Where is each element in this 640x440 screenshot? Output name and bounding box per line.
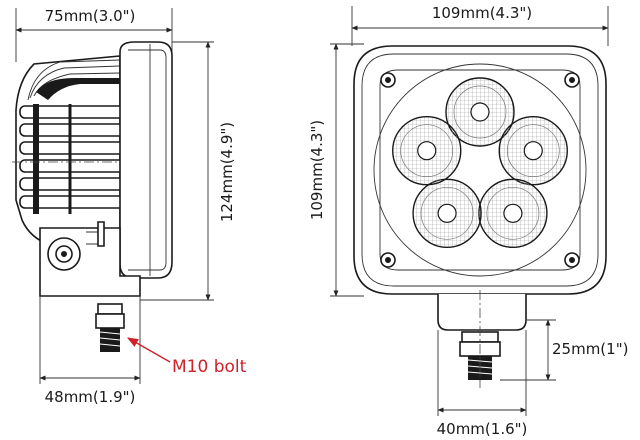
bracket-width-label: 40mm(1.6") xyxy=(437,420,528,438)
front-view: 109mm(4.3") 109mm(4.3") xyxy=(308,3,628,438)
front-bracket xyxy=(437,290,527,388)
bolt-callout-label: M10 bolt xyxy=(172,357,247,377)
led-reflector xyxy=(445,77,515,147)
front-width-label: 109mm(4.3") xyxy=(432,4,532,22)
led-reflector xyxy=(478,178,548,249)
bezel xyxy=(119,41,173,279)
led-reflector xyxy=(392,115,462,186)
led-reflector xyxy=(412,178,482,249)
housing-back xyxy=(12,55,172,246)
side-bracket xyxy=(39,221,141,297)
side-base-label: 48mm(1.9") xyxy=(45,388,136,406)
side-height-label: 124mm(4.9") xyxy=(218,122,236,222)
side-base-dimension: 48mm(1.9") xyxy=(39,296,141,406)
front-housing xyxy=(353,45,607,295)
bolt-callout: M10 bolt xyxy=(127,337,247,377)
corner-screws xyxy=(380,72,580,268)
cooling-fins xyxy=(19,104,145,214)
led-reflectors xyxy=(392,77,568,249)
front-height-dimension: 109mm(4.3") xyxy=(308,43,364,297)
front-width-dimension: 109mm(4.3") xyxy=(351,3,609,46)
m10-bolt xyxy=(95,303,125,352)
front-height-label: 109mm(4.3") xyxy=(308,120,326,220)
side-view: 75mm(3.0") xyxy=(12,6,247,406)
side-width-dimension: 75mm(3.0") xyxy=(15,6,173,62)
side-height-dimension: 124mm(4.9") xyxy=(140,41,236,301)
bracket-height-label: 25mm(1") xyxy=(552,340,628,358)
bracket-width-dimension: 40mm(1.6") xyxy=(437,330,528,438)
bracket-height-dimension: 25mm(1") xyxy=(500,319,628,381)
side-width-label: 75mm(3.0") xyxy=(45,7,136,25)
led-reflector xyxy=(498,115,568,186)
